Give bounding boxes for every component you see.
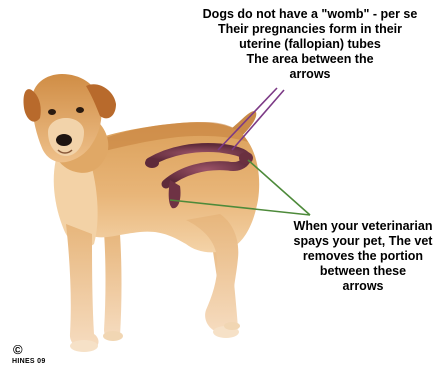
top-caption-line-4: The area between the (176, 52, 444, 67)
top-arrow-2 (232, 90, 284, 150)
bottom-caption-line-4: between these (282, 264, 444, 279)
top-caption: Dogs do not have a "womb" - per se Their… (176, 7, 444, 82)
bottom-caption-line-2: spays your pet, The vet (282, 234, 444, 249)
bottom-caption-line-5: arrows (282, 279, 444, 294)
bottom-caption-line-1: When your veterinarian (282, 219, 444, 234)
dog-left-eye (48, 109, 56, 115)
bottom-caption-line-3: removes the portion (282, 249, 444, 264)
dog-far-front-leg (104, 232, 122, 339)
top-caption-line-3: uterine (fallopian) tubes (176, 37, 444, 52)
credit-text: HINES 09 (12, 358, 46, 366)
top-caption-line-1: Dogs do not have a "womb" - per se (176, 7, 444, 22)
ovary-upper (145, 158, 159, 168)
dog-nose (56, 134, 72, 146)
dog-paw-hind-far (224, 322, 240, 330)
dog-right-eye (76, 107, 84, 113)
copyright-icon: © (13, 343, 23, 356)
dog-paw-front-near (70, 340, 98, 352)
top-caption-line-5: arrows (176, 67, 444, 82)
top-caption-line-2: Their pregnancies form in their (176, 22, 444, 37)
dog-paw-front-far (103, 331, 123, 341)
bottom-caption: When your veterinarian spays your pet, T… (282, 219, 444, 294)
